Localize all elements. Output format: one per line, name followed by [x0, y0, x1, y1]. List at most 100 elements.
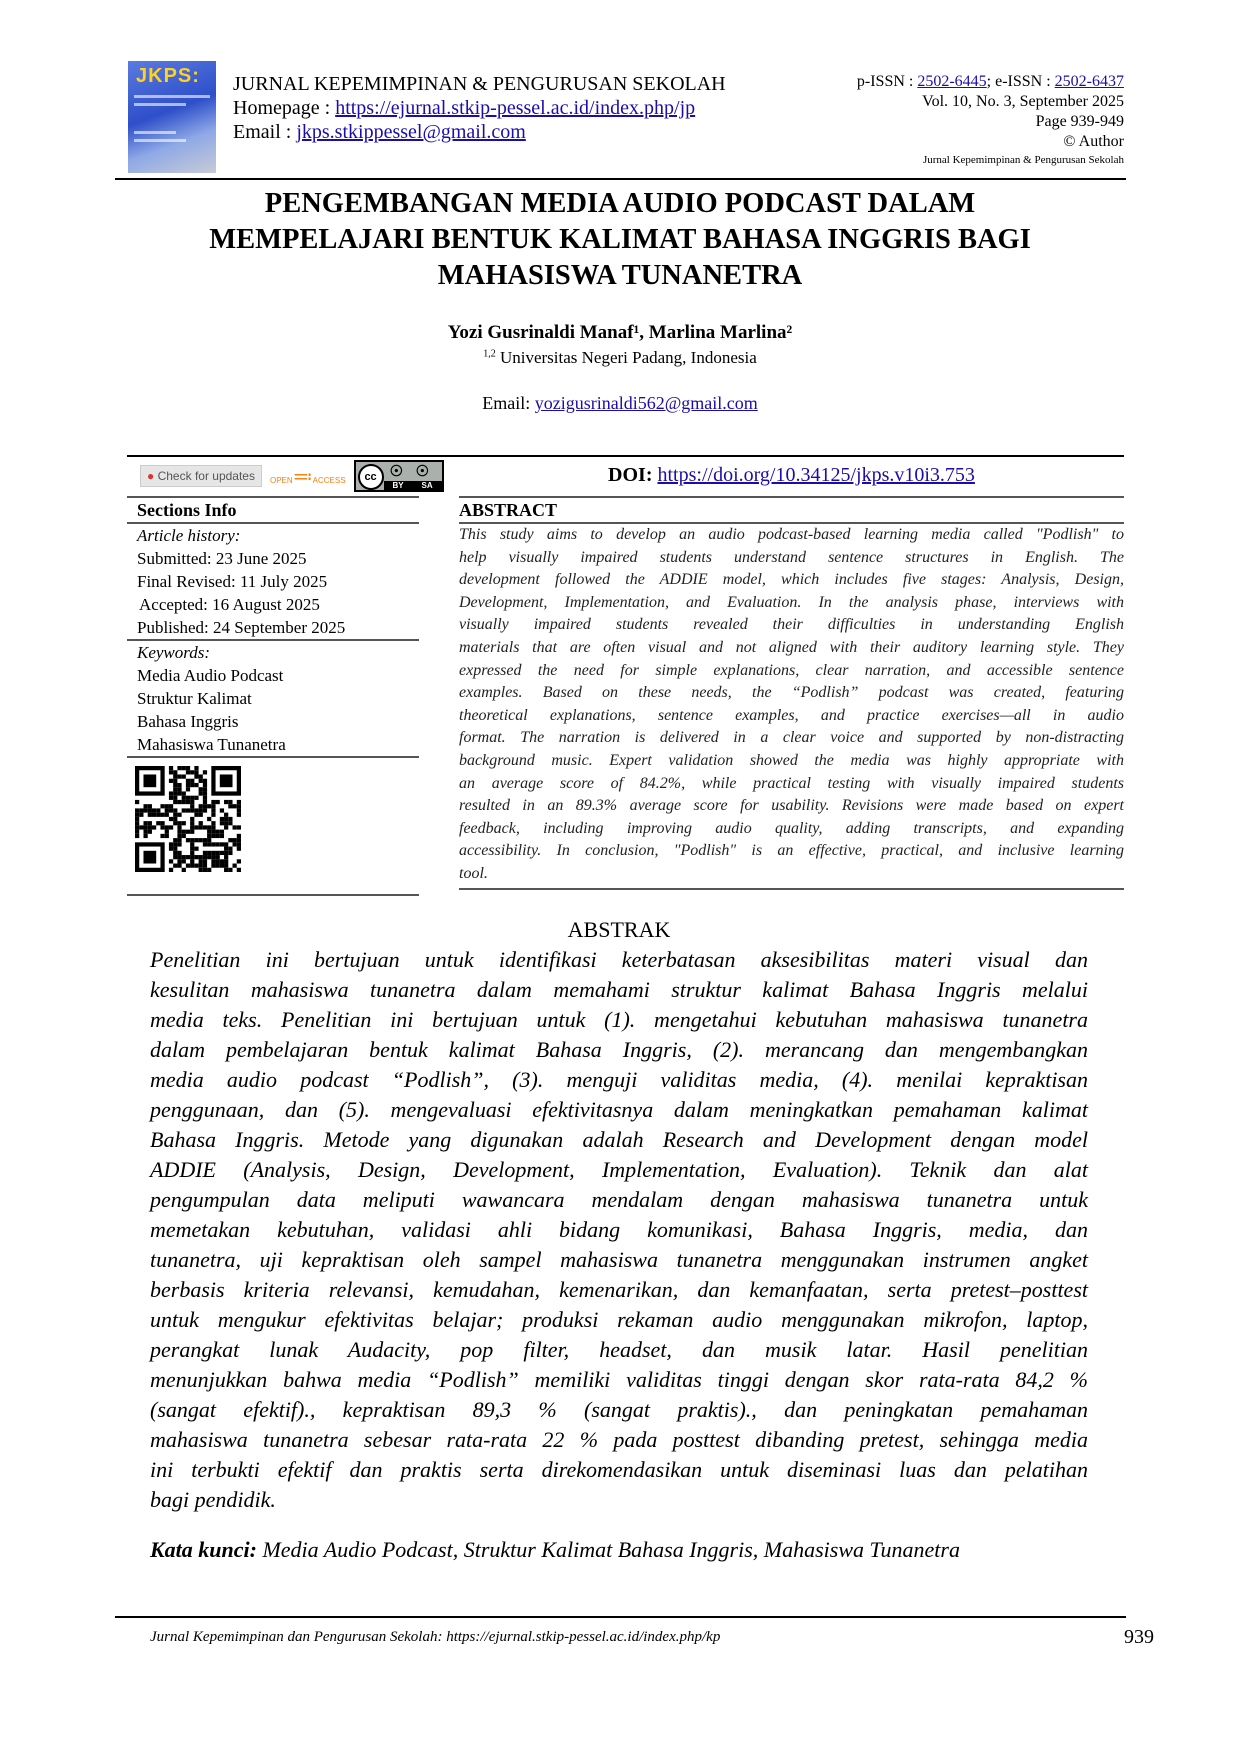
affiliation-text: Universitas Negeri Padang, Indonesia [499, 348, 757, 367]
abstrak-heading: ABSTRAK [567, 917, 671, 942]
cover-logo: JKPS: [136, 65, 200, 87]
pissn-link[interactable]: 2502-6445 [917, 73, 987, 90]
journal-header-info: JURNAL KEPEMIMPINAN & PENGURUSAN SEKOLAH… [233, 72, 726, 144]
qr-code[interactable] [135, 766, 241, 872]
open-label: OPEN [269, 475, 293, 485]
check-for-updates-badge[interactable]: ● Check for updates [140, 465, 262, 487]
text-line: untuk mengukur efektivitas belajar; prod… [150, 1307, 1088, 1332]
text-line: media teks. Penelitian ini bertujuan unt… [150, 1007, 1088, 1032]
text-line: kesulitan mahasiswa tunanetra dalam mema… [150, 977, 1088, 1002]
journal-email-link[interactable]: jkps.stkippessel@gmail.com [296, 121, 526, 143]
journal-small-name: Jurnal Kepemimpinan & Pengurusan Sekolah [922, 154, 1124, 166]
title-line: MAHASISWA TUNANETRA [437, 260, 803, 291]
page-number: 939 [1124, 1626, 1154, 1648]
sections-info: Sections Info Article history: Submitted… [127, 496, 419, 896]
text-line: Bahasa Inggris. Metode yang digunakan ad… [150, 1127, 1088, 1152]
copyright: © Author [1063, 133, 1124, 150]
cc-icon: cc [357, 464, 384, 490]
authors: Yozi Gusrinaldi Manaf¹, Marlina Marlina² [447, 322, 793, 343]
by-icon: ☉ [389, 463, 404, 480]
check-updates-label: Check for updates [157, 469, 255, 483]
text-line: penggunaan, dan (5). mengevaluasi efekti… [150, 1097, 1088, 1122]
author-email: Email: yozigusrinaldi562@gmail.com [115, 393, 1125, 414]
abstract-section: ABSTRACT This study aims to develop an a… [459, 496, 1124, 890]
text-line: examples. Based on these needs, the “Pod… [459, 684, 1124, 702]
text-line: dalam pembelajaran bentuk kalimat Bahasa… [150, 1037, 1088, 1062]
open-lock-icon: ≕ [292, 465, 313, 488]
section-rule [127, 455, 1124, 457]
volume-info: Vol. 10, No. 3, September 2025 [922, 93, 1124, 110]
affiliation-sup: 1,2 [483, 348, 496, 360]
kata-kunci-label: Kata kunci: [150, 1537, 257, 1562]
text-line: accessibility. In conclusion, "Podlish" … [459, 842, 1124, 860]
text-line: ADDIE (Analysis, Design, Development, Im… [150, 1157, 1088, 1182]
email-label: Email : [233, 121, 297, 143]
history-label: Article history: [137, 526, 241, 545]
qr-code-container [127, 758, 419, 896]
text-line: development followed the ADDIE model, wh… [459, 571, 1124, 589]
doi: DOI: https://doi.org/10.34125/jkps.v10i3… [459, 464, 1124, 487]
keyword-item: Media Audio Podcast [137, 666, 284, 685]
title-line: PENGEMBANGAN MEDIA AUDIO PODCAST DALAM [264, 188, 976, 219]
text-line: mahasiswa tunanetra sebesar rata-rata 22… [150, 1427, 1088, 1452]
sections-info-heading: Sections Info [127, 496, 419, 524]
eissn-label: ; e-ISSN : [986, 73, 1055, 90]
text-line: format. The narration is delivered in a … [459, 729, 1124, 747]
abstract-heading: ABSTRACT [459, 496, 1124, 524]
bookmark-icon: ● [147, 469, 155, 483]
title-line: MEMPELAJARI BENTUK KALIMAT BAHASA INGGRI… [209, 224, 1031, 255]
article-title: PENGEMBANGAN MEDIA AUDIO PODCAST DALAM M… [130, 186, 1110, 294]
text-line: materials that are often visual and not … [459, 638, 1124, 656]
page-range: Page 939-949 [1035, 113, 1124, 130]
footer-text: Jurnal Kepemimpinan dan Pengurusan Sekol… [150, 1629, 721, 1645]
abstrak-body: Penelitian ini bertujuan untuk identifik… [150, 945, 1088, 1515]
published-date: Published: 24 September 2025 [137, 618, 346, 637]
text-line: feedback, including improving audio qual… [459, 819, 1124, 837]
doi-label: DOI: [608, 464, 658, 486]
homepage-label: Homepage : [233, 97, 336, 119]
kata-kunci: Kata kunci: Media Audio Podcast, Struktu… [150, 1535, 1088, 1565]
text-line: theoretical explanations, sentence examp… [459, 706, 1124, 724]
text-line: perangkat lunak Audacity, pop filter, he… [150, 1337, 1088, 1362]
issue-info: p-ISSN : 2502-6445; e-ISSN : 2502-6437 V… [857, 72, 1124, 168]
doi-link[interactable]: https://doi.org/10.34125/jkps.v10i3.753 [657, 464, 975, 486]
text-line: help visually impaired students understa… [459, 548, 1124, 566]
text-line: an average score of 84.2%, while practic… [459, 774, 1124, 792]
keyword-item: Bahasa Inggris [137, 712, 239, 731]
author-email-link[interactable]: yozigusrinaldi562@gmail.com [534, 393, 758, 413]
keyword-item: Struktur Kalimat [137, 689, 252, 708]
keyword-item: Mahasiswa Tunanetra [137, 735, 286, 754]
accepted-date: Accepted: 16 August 2025 [139, 595, 320, 614]
text-line: berbasis kriteria relevansi, kemudahan, … [150, 1277, 1088, 1302]
affiliation: 1,2 Universitas Negeri Padang, Indonesia [115, 348, 1125, 368]
text-line: menunjukkan bahwa media “Podlish” memili… [150, 1367, 1088, 1392]
sa-label: SA [421, 481, 433, 490]
pissn-label: p-ISSN : [856, 73, 918, 90]
header-rule [115, 178, 1126, 180]
text-line: ini terbukti efektif dan praktis serta d… [150, 1457, 1088, 1482]
submitted-date: Submitted: 23 June 2025 [137, 549, 307, 568]
text-line: (sangat efektif)., kepraktisan 89,3 % (s… [150, 1397, 1088, 1422]
text-line: visually impaired students revealed thei… [459, 616, 1124, 634]
footer-rule [115, 1616, 1126, 1618]
open-access-badge: OPEN≕ACCESS [270, 464, 346, 489]
kata-kunci-values: Media Audio Podcast, Struktur Kalimat Ba… [256, 1537, 960, 1562]
badge-row: ● Check for updates OPEN≕ACCESS cc ☉ ☉ B… [140, 460, 444, 492]
journal-cover-image: JKPS: [128, 61, 216, 173]
email-label: Email: [482, 393, 535, 413]
text-line: background music. Expert validation show… [459, 751, 1124, 769]
text-line: Penelitian ini bertujuan untuk identifik… [150, 947, 1088, 972]
homepage-link[interactable]: https://ejurnal.stkip-pessel.ac.id/index… [335, 97, 696, 119]
text-line: media audio podcast “Podlish”, (3). meng… [150, 1067, 1088, 1092]
eissn-link[interactable]: 2502-6437 [1054, 73, 1124, 90]
text-line: pengumpulan data meliputi wawancara mend… [150, 1187, 1088, 1212]
journal-name: JURNAL KEPEMIMPINAN & PENGURUSAN SEKOLAH [233, 73, 726, 95]
revised-date: Final Revised: 11 July 2025 [137, 572, 328, 591]
text-line: tunanetra, uji kepraktisan oleh sampel m… [150, 1247, 1088, 1272]
sa-icon: ☉ [415, 463, 430, 480]
abstrak-section: ABSTRAK Penelitian ini bertujuan untuk i… [150, 915, 1088, 1565]
access-label: ACCESS [312, 475, 346, 485]
text-line: This study aims to develop an audio podc… [459, 526, 1124, 543]
